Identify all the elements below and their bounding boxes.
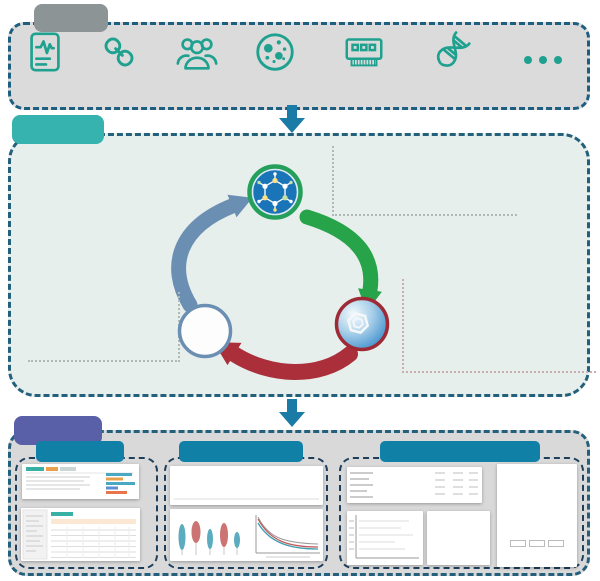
association-detail-thumbnail [21, 508, 140, 561]
stat-row [28, 295, 170, 314]
stat-row [345, 168, 517, 188]
enrichment-chart-thumbnail [347, 511, 423, 565]
association-table-thumbnail [22, 464, 139, 499]
toolkit-feature [412, 315, 596, 332]
analysis-to-output-arrow [279, 399, 305, 427]
probe-icon [341, 29, 425, 77]
association-icon [96, 29, 180, 77]
input-item-probe [341, 29, 425, 78]
knowledge-graph-legend [497, 540, 577, 547]
toolkit-feature [412, 348, 596, 365]
trait-icon [22, 29, 106, 77]
input-section [8, 22, 590, 110]
legend-box [529, 540, 545, 547]
toolkit-feature [412, 299, 596, 316]
methylation-curves-thumbnail [170, 509, 323, 561]
knowledge-graph-thumbnail [497, 464, 577, 567]
methylation-panel-label [179, 441, 303, 462]
output-section-label [14, 416, 102, 445]
input-item-tissue-cell [252, 29, 336, 78]
legend-box [510, 540, 526, 547]
toolkit-feature [412, 332, 596, 349]
knowledge-graph-network [497, 467, 577, 539]
stat-row [345, 148, 517, 168]
input-item-sample [174, 29, 258, 78]
datahub-snowflake-icon [176, 302, 234, 360]
input-item-association [96, 29, 180, 78]
association-panel-label [36, 441, 124, 462]
atlas-network-icon [246, 163, 304, 221]
enrichment-panel-label [380, 441, 540, 462]
legend-box [548, 540, 564, 547]
input-section-label [34, 4, 108, 32]
stat-row [28, 314, 170, 333]
cycle-arrows [171, 194, 382, 380]
input-item-gene [428, 29, 512, 78]
toolkit-feature-list [402, 279, 596, 373]
analysis-section-label [12, 115, 104, 144]
heatmap-thumbnail [427, 511, 490, 565]
stat-row [28, 333, 170, 352]
tissue-cell-icon [252, 29, 336, 77]
input-item-trait [22, 29, 106, 78]
input-to-analysis-arrow [279, 105, 305, 133]
more-items-icon [520, 52, 568, 68]
sample-icon [174, 29, 258, 77]
toolkit-hexnut-icon [333, 295, 391, 353]
motif-table-thumbnail [347, 467, 482, 503]
gene-icon [428, 29, 512, 77]
analysis-section [8, 133, 590, 397]
atlas-stats [332, 146, 517, 216]
stat-row [345, 188, 517, 208]
datahub-stats [28, 292, 180, 362]
methylation-violin-strip [170, 466, 323, 505]
toolkit-feature [412, 282, 596, 299]
